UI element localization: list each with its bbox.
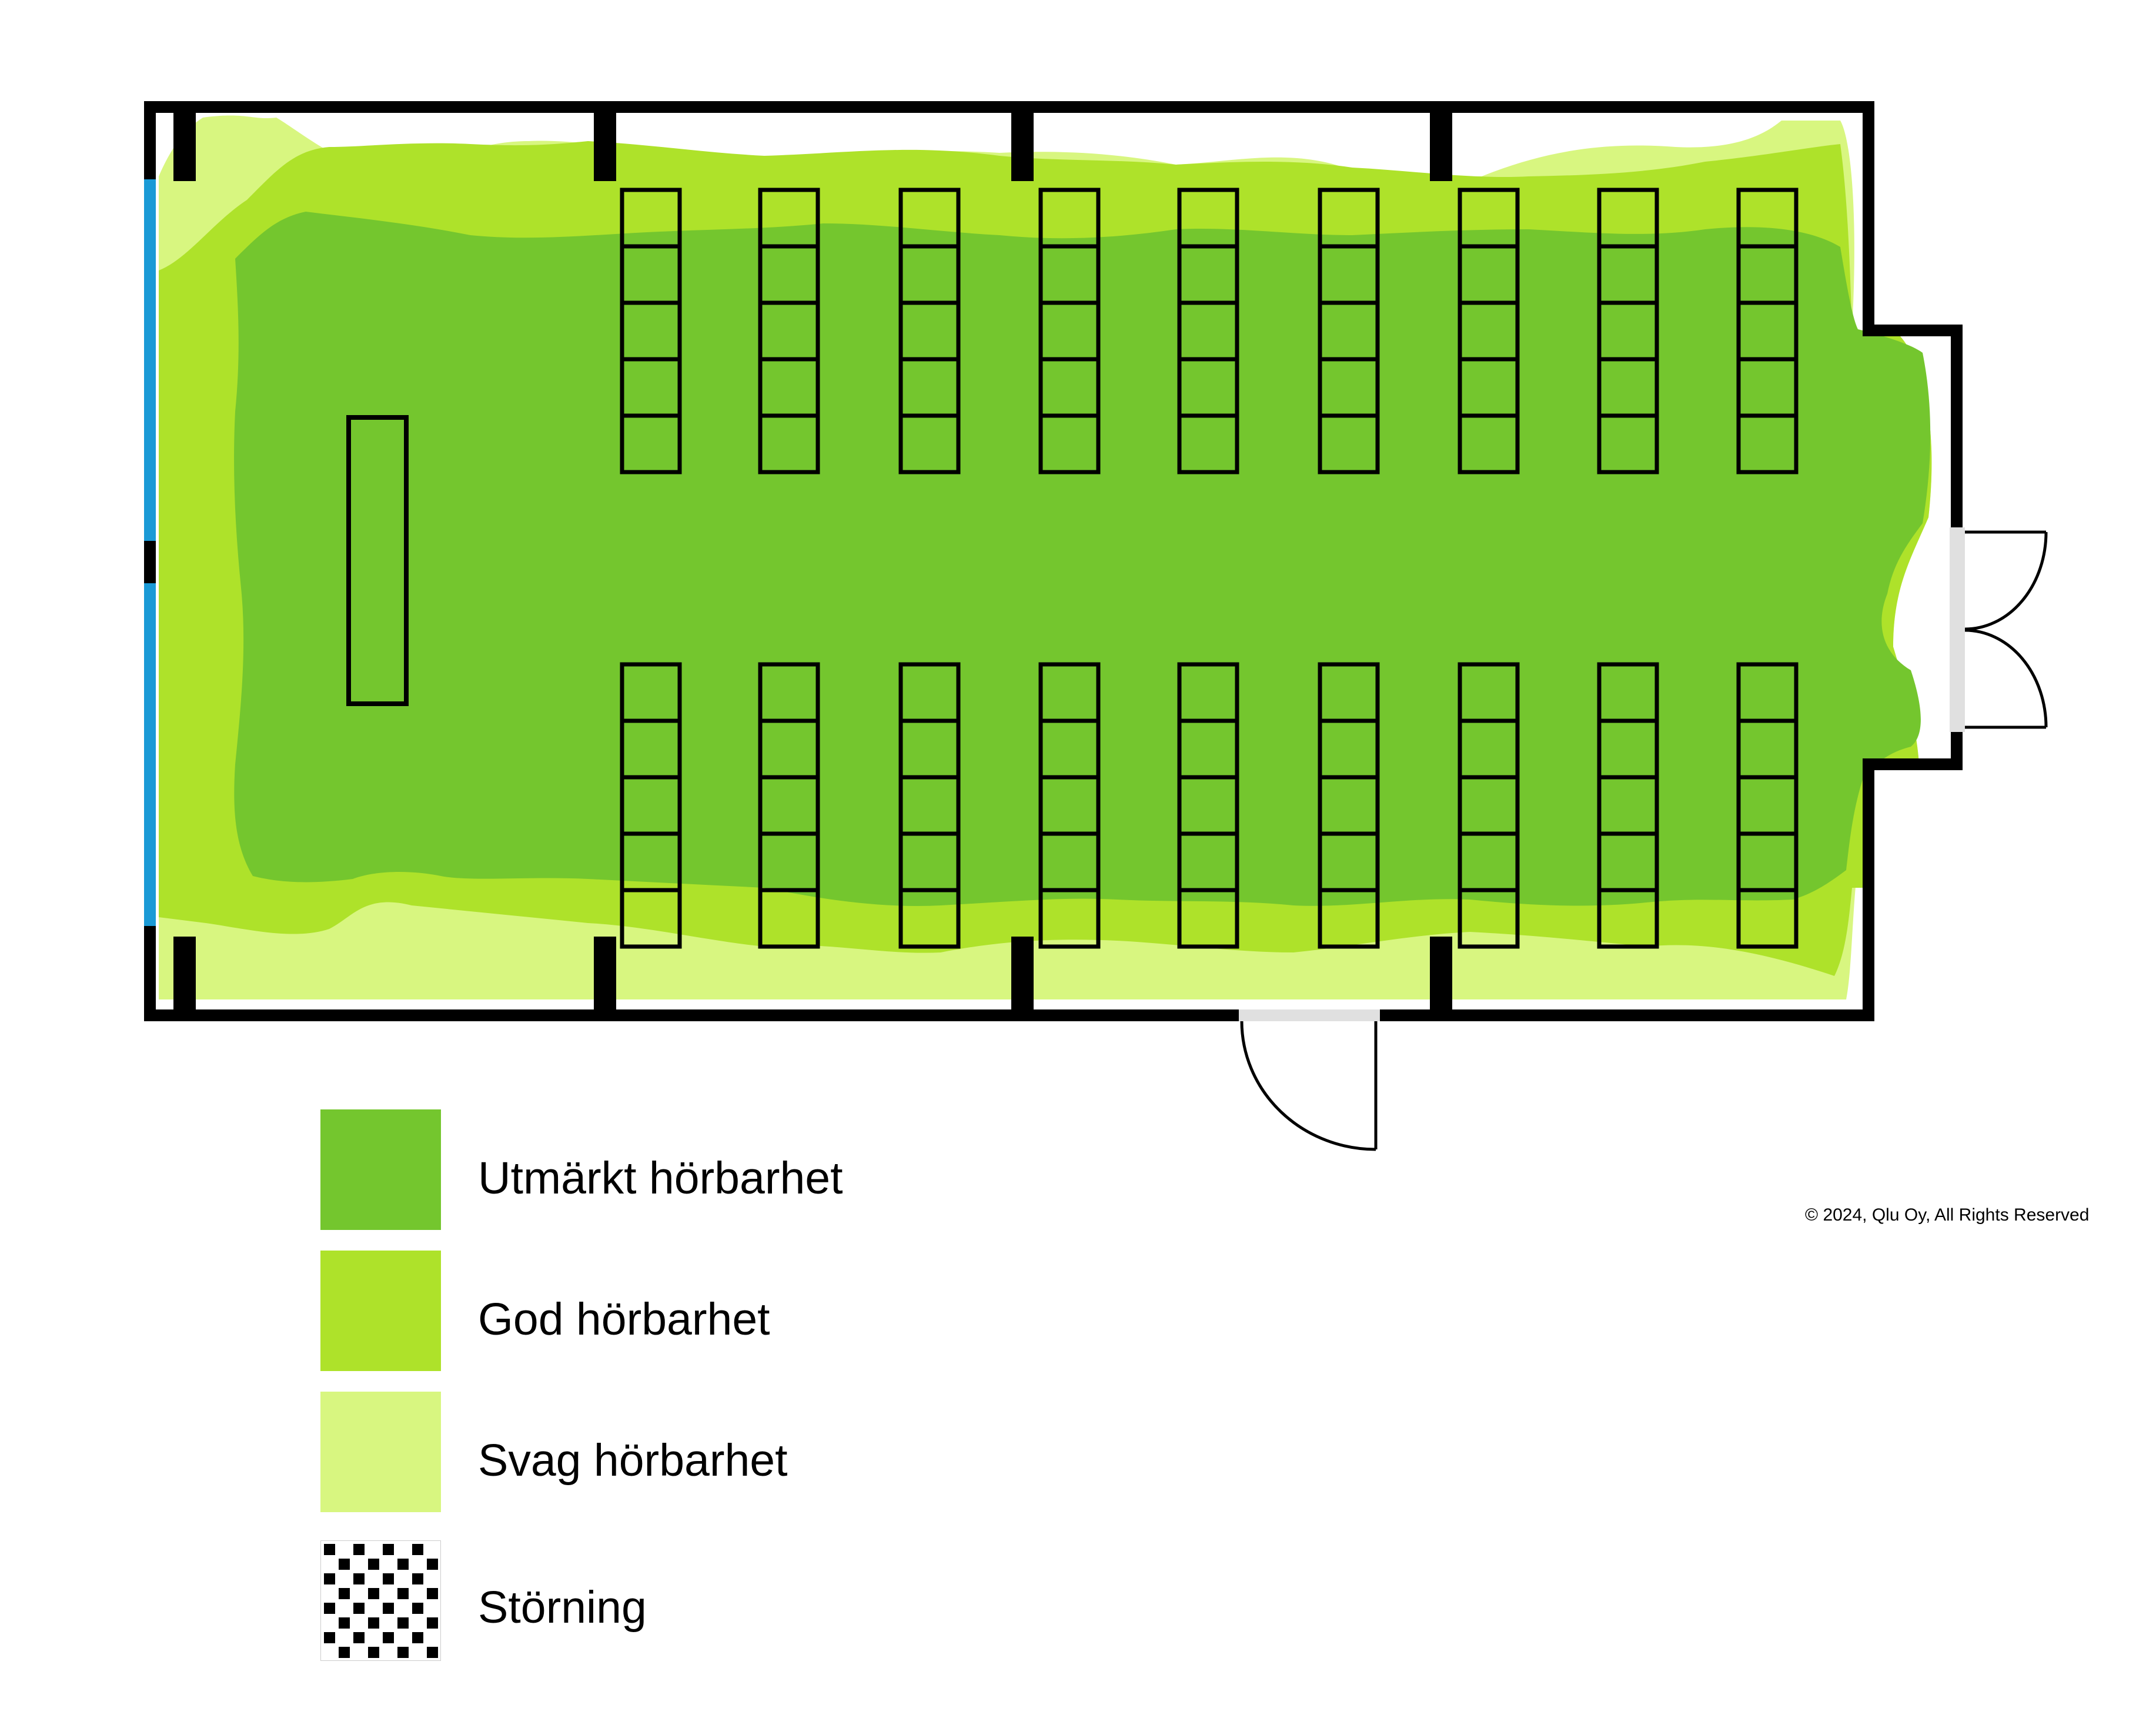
pillar xyxy=(173,113,196,181)
desk xyxy=(1597,413,1659,474)
door-opening-right xyxy=(1950,527,1965,732)
legend-swatch-weak xyxy=(320,1392,441,1512)
wall-right xyxy=(1863,101,1874,336)
desk-column xyxy=(1597,188,1659,474)
desk xyxy=(1177,888,1239,949)
desk-column xyxy=(1318,188,1380,474)
window xyxy=(144,179,156,541)
legend-swatch-interference xyxy=(320,1540,441,1661)
desk-column xyxy=(1038,662,1101,949)
wall-top xyxy=(144,101,1874,113)
legend-label-good: God hörbarhet xyxy=(478,1294,770,1345)
desk xyxy=(898,413,961,474)
copyright-notice: © 2024, Qlu Oy, All Rights Reserved xyxy=(1805,1205,2090,1225)
legend-label-weak: Svag hörbarhet xyxy=(478,1435,788,1486)
desk xyxy=(1736,888,1799,949)
window xyxy=(144,583,156,926)
pillar xyxy=(1430,937,1452,1009)
desk-column xyxy=(620,662,682,949)
desk xyxy=(1038,888,1101,949)
pillar xyxy=(1430,113,1452,181)
desk xyxy=(758,888,820,949)
wall-right xyxy=(1863,758,1874,1021)
desks xyxy=(620,188,1799,949)
desk xyxy=(1318,888,1380,949)
desk-column xyxy=(1597,662,1659,949)
desk xyxy=(1458,888,1520,949)
wall-bottom xyxy=(1380,1009,1874,1021)
pillar xyxy=(173,937,196,1009)
desk xyxy=(1736,413,1799,474)
legend-label-interference: Störning xyxy=(478,1582,647,1633)
desk xyxy=(758,413,820,474)
desk-column xyxy=(1038,188,1101,474)
legend-label-excellent: Utmärkt hörbarhet xyxy=(478,1153,843,1203)
desk xyxy=(1458,413,1520,474)
desk-column xyxy=(1177,188,1239,474)
desk xyxy=(620,413,682,474)
desk xyxy=(1177,413,1239,474)
zone-excellent-hearing xyxy=(234,212,1931,906)
legend-swatch-good xyxy=(320,1251,441,1371)
door-opening-bottom xyxy=(1239,1009,1380,1021)
wall-alcove xyxy=(1951,732,1963,770)
legend-swatch-excellent xyxy=(320,1109,441,1230)
desk-column xyxy=(1318,662,1380,949)
pillar xyxy=(594,937,616,1009)
pillar xyxy=(1011,937,1034,1009)
lectern xyxy=(346,415,409,706)
wall-alcove xyxy=(1863,758,1963,770)
desk-column xyxy=(898,662,961,949)
desk-column xyxy=(1458,662,1520,949)
desk-column xyxy=(1736,662,1799,949)
desk-column xyxy=(620,188,682,474)
desk xyxy=(898,888,961,949)
door-bottom xyxy=(1240,1021,1378,1151)
wall-alcove xyxy=(1951,325,1963,527)
desk xyxy=(1318,413,1380,474)
desk xyxy=(1597,888,1659,949)
door-right xyxy=(1964,530,2048,729)
desk-column xyxy=(758,188,820,474)
wall-alcove xyxy=(1863,325,1963,336)
desk-column xyxy=(898,188,961,474)
desk-column xyxy=(1458,188,1520,474)
desk-column xyxy=(1736,188,1799,474)
wall-bottom xyxy=(144,1009,1239,1021)
pillar xyxy=(594,113,616,181)
pillar xyxy=(1011,113,1034,181)
desk xyxy=(620,888,682,949)
desk-column xyxy=(1177,662,1239,949)
desk xyxy=(1038,413,1101,474)
desk-column xyxy=(758,662,820,949)
